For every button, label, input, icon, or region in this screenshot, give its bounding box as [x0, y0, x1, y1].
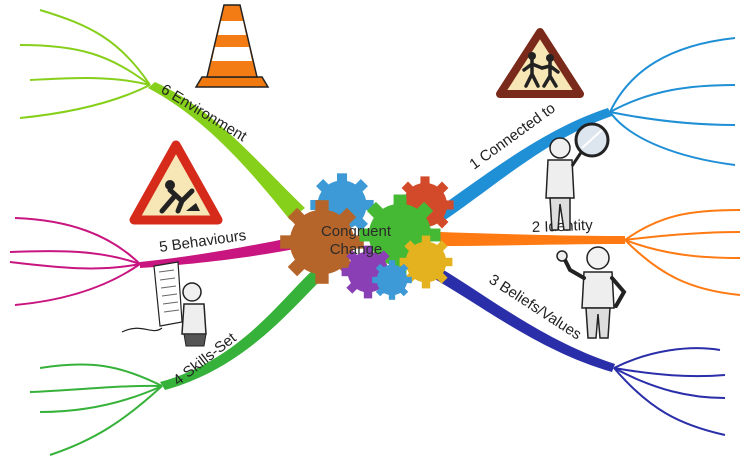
branch-beliefs-values-twigs	[613, 347, 726, 436]
branch-beliefs-values[interactable]: 3 Beliefs/Values	[422, 262, 726, 436]
branch-skills-set-stem	[160, 268, 325, 390]
branch-behaviours-twigs	[9, 217, 141, 306]
branch-identity[interactable]: 2 Identity	[440, 209, 741, 296]
branch-environment-label: 6 Environment	[158, 81, 250, 146]
branch-environment-twigs	[19, 9, 151, 119]
branch-environment-stem	[148, 82, 305, 220]
thumbs-up-figure-icon	[556, 246, 627, 339]
branch-behaviours-stem	[140, 236, 300, 268]
magnifier-figure-icon	[545, 122, 610, 231]
pedestrian-crossing-sign-icon	[496, 28, 584, 98]
central-topic[interactable]: Congruent Change	[280, 173, 454, 300]
branch-connected-to-stem	[432, 108, 612, 222]
branch-beliefs-values-stem	[422, 262, 615, 372]
central-topic-line1: Congruent	[321, 223, 392, 240]
branch-identity-twigs	[624, 209, 741, 296]
branch-identity-stem	[440, 232, 625, 246]
branch-skills-set-twigs	[29, 363, 163, 456]
central-topic-line2: Change	[330, 241, 383, 258]
branch-identity-label: 2 Identity	[532, 217, 594, 236]
branch-connected-to-twigs	[609, 37, 736, 166]
roadworks-sign-icon	[129, 140, 223, 225]
traffic-cone-icon	[194, 4, 270, 88]
branch-behaviours[interactable]: 5 Behaviours	[9, 217, 300, 306]
figure-reading-list-icon	[121, 261, 207, 347]
